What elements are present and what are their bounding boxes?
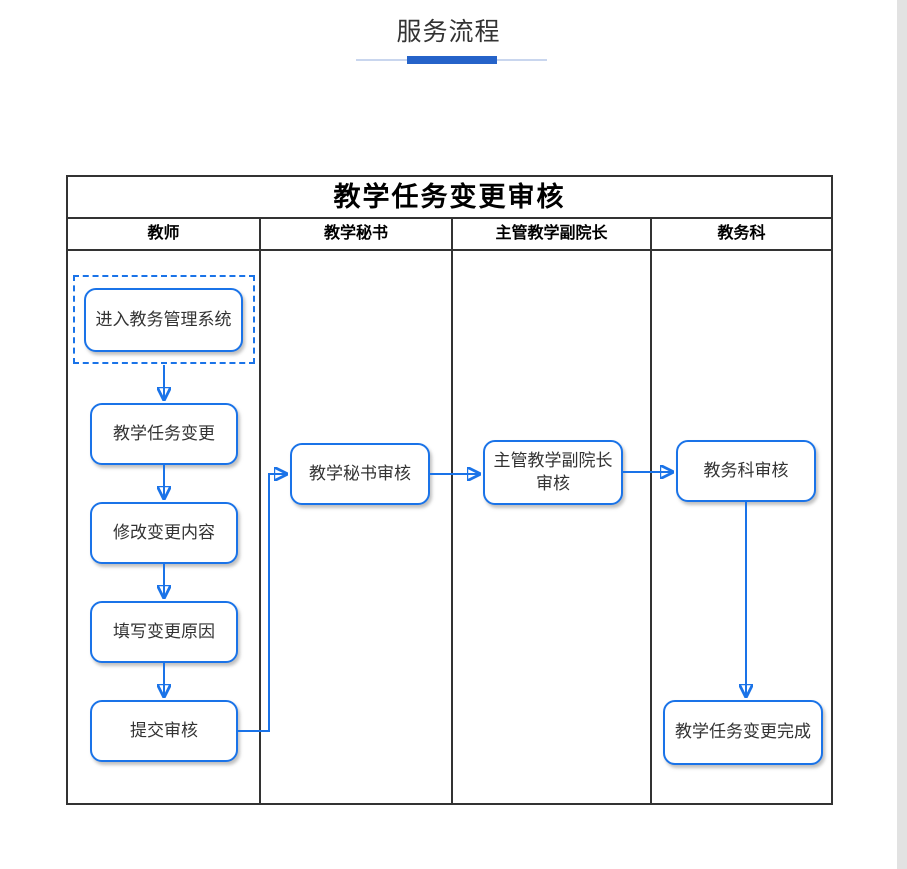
page-scrollbar-track[interactable] [897,0,907,869]
page-title: 服务流程 [396,18,501,46]
node-task-change: 教学任务变更 [90,403,238,465]
lane-divider-2 [451,217,453,803]
title-row-divider [68,217,831,219]
node-vice-dean-review: 主管教学副院长审核 [483,440,623,505]
flowchart-swimlane-table: 教学任务变更审核 教师 教学秘书 主管教学副院长 教务科 进入教务管理系统 教学… [66,175,833,805]
header-row-divider [68,249,831,251]
lane-divider-1 [259,217,261,803]
underline-accent-bar [407,56,497,64]
node-secretary-review: 教学秘书审核 [290,443,430,505]
node-modify-content: 修改变更内容 [90,502,238,564]
node-fill-reason: 填写变更原因 [90,601,238,663]
page-header: 服务流程 [0,0,897,48]
start-node-dashed-outline [73,275,255,364]
lane-divider-3 [650,217,652,803]
title-underline-decoration [356,56,547,64]
lane-header-teacher: 教师 [147,225,180,242]
lane-header-secretary: 教学秘书 [323,225,388,242]
flowchart-title: 教学任务变更审核 [333,182,566,212]
node-academic-office-review: 教务科审核 [676,440,816,502]
lane-header-vice-dean: 主管教学副院长 [495,225,608,242]
lane-header-academic-office: 教务科 [717,225,766,242]
node-enter-system: 进入教务管理系统 [84,288,243,352]
arrow-submit-to-secretary [238,474,285,732]
node-submit-review: 提交审核 [90,700,238,762]
node-change-complete: 教学任务变更完成 [663,700,823,765]
